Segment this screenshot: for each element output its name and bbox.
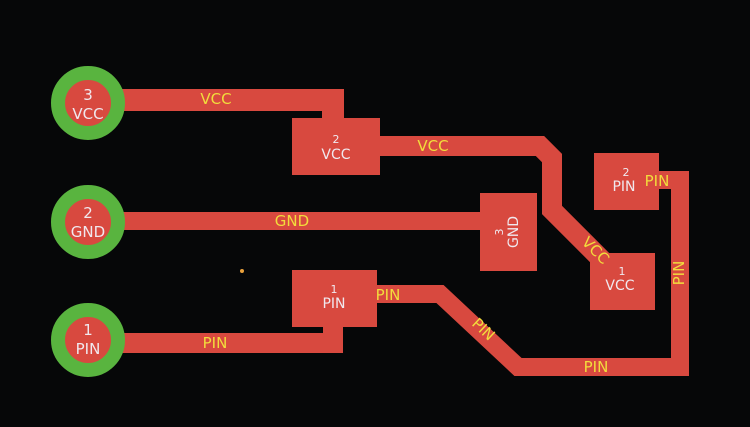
trace-vcc-top[interactable] bbox=[88, 89, 344, 122]
pad-number-label: 2 bbox=[623, 166, 630, 179]
trace-pin-right[interactable] bbox=[360, 171, 689, 376]
pad-number-label: 3 bbox=[493, 229, 506, 236]
pad-name-label: PIN bbox=[612, 179, 635, 195]
net-label-vcc: VCC bbox=[200, 90, 231, 108]
through-hole-core-vcc bbox=[58, 73, 118, 133]
pad-name-label: PIN bbox=[322, 296, 345, 312]
pad-name-label: GND bbox=[506, 216, 522, 248]
through-hole-pads bbox=[51, 66, 125, 377]
net-label-pin: PIN bbox=[376, 286, 401, 304]
pad-number-label: 2 bbox=[83, 204, 93, 222]
net-label-gnd: GND bbox=[275, 212, 309, 230]
smd-pad-pin-1[interactable] bbox=[292, 270, 377, 327]
through-hole-pad-pin[interactable] bbox=[51, 303, 125, 377]
pad-number-label: 3 bbox=[83, 86, 93, 104]
through-hole-pad-vcc[interactable] bbox=[51, 66, 125, 140]
rotated-gnd-pad-label: 3 GND bbox=[493, 216, 522, 248]
pad-name-label: VCC bbox=[72, 105, 103, 123]
net-label-pin: PIN bbox=[645, 172, 670, 190]
pad-name-label: PIN bbox=[76, 340, 101, 358]
smd-pad-vcc-1[interactable] bbox=[590, 253, 655, 310]
pad-name-label: GND bbox=[71, 223, 105, 241]
through-hole-core-gnd bbox=[58, 192, 118, 252]
pad-number-label: 1 bbox=[619, 265, 626, 278]
through-hole-core-pin bbox=[58, 310, 118, 370]
smd-pad-vcc-2[interactable] bbox=[292, 118, 380, 175]
trace-vcc-diagonal[interactable] bbox=[340, 136, 613, 271]
net-label-vcc: VCC bbox=[417, 137, 448, 155]
net-label-pin: PIN bbox=[203, 334, 228, 352]
net-label-pin: PIN bbox=[670, 261, 688, 286]
smd-pad-pin-2[interactable] bbox=[594, 153, 659, 210]
pad-number-label: 1 bbox=[83, 321, 93, 339]
pad-name-label: VCC bbox=[605, 278, 634, 294]
through-hole-labels: 3 VCC 2 GND 1 PIN bbox=[71, 86, 105, 358]
smd-pads bbox=[292, 118, 659, 327]
smd-pad-gnd-3[interactable] bbox=[480, 193, 537, 271]
pad-name-label: VCC bbox=[321, 147, 350, 163]
origin-marker bbox=[240, 269, 244, 273]
smd-labels: 2 VCC 3 GND 1 PIN 2 PIN 1 VCC bbox=[321, 133, 635, 312]
pad-number-label: 2 bbox=[333, 133, 340, 146]
net-label-pin: PIN bbox=[584, 358, 609, 376]
through-hole-pad-gnd[interactable] bbox=[51, 185, 125, 259]
pad-number-label: 1 bbox=[331, 283, 338, 296]
